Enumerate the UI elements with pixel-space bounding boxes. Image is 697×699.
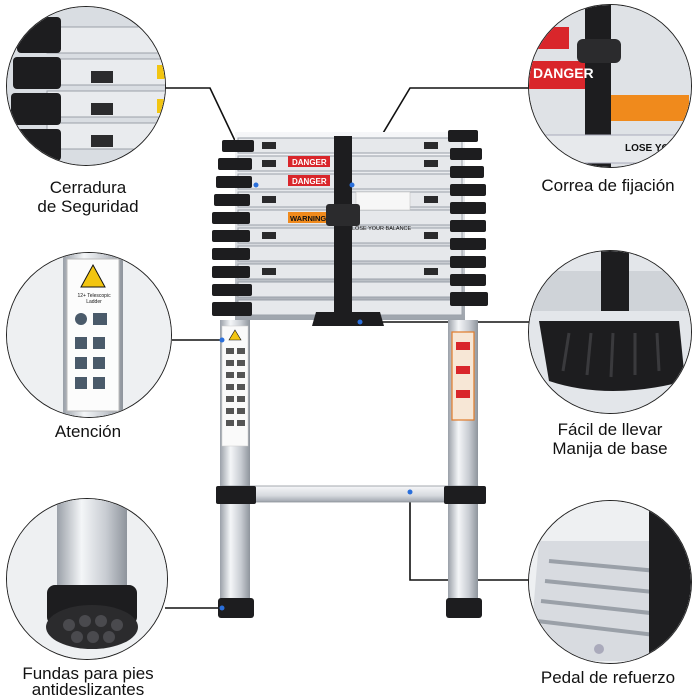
strap-closeup-circle: DANGER NG LOSE YOUR [528, 4, 692, 168]
feet-label: Fundas para pies antideslizantes [0, 664, 176, 699]
strap-buckle [326, 204, 360, 226]
handle-label-line1: Fácil de llevar [557, 420, 663, 439]
lock-label-line2: de Seguridad [37, 197, 139, 216]
strap-closeup-danger: DANGER [533, 65, 594, 81]
warning-sticker: WARNING [290, 214, 326, 223]
attention-closeup-circle: 12+ Telescopic Ladder [6, 252, 172, 418]
handle-label-line2: Manija de base [552, 439, 668, 458]
pedal-label: Pedal de refuerzo [540, 668, 676, 687]
attention-closeup-title: 12+ Telescopic Ladder [77, 293, 111, 305]
attention-closeup-image [7, 253, 171, 417]
handle-closeup-image [529, 251, 691, 413]
danger-sticker-2: DANGER [292, 177, 327, 186]
feet-closeup-circle [6, 498, 168, 660]
feet-label-line1: Fundas para pies [22, 664, 154, 683]
left-foot [218, 598, 254, 618]
danger-sticker-1: DANGER [292, 158, 327, 167]
feet-label-line2: antideslizantes [31, 680, 145, 699]
lock-label-line1: Cerradura [49, 178, 127, 197]
lock-closeup-circle [6, 6, 166, 166]
feet-closeup-image [7, 499, 167, 659]
pedal-connector [409, 492, 530, 581]
strap-closeup-ng: NG [531, 141, 551, 156]
pedal-closeup-circle [528, 500, 692, 664]
handle-closeup-circle [528, 250, 692, 414]
base-handle [312, 312, 384, 326]
lock-label: Cerradura de Seguridad [8, 178, 168, 216]
right-foot [446, 598, 482, 618]
rung-stack [212, 130, 488, 320]
pedal-closeup-image [529, 501, 691, 663]
strap-closeup-balance: LOSE YOUR [625, 143, 684, 154]
lock-closeup-image [7, 7, 165, 165]
balance-sticker: LOSE YOUR BALANCE [352, 226, 412, 232]
attention-label: Atención [54, 422, 122, 441]
bottom-rung [221, 485, 479, 503]
strap-label: Correa de fijación [541, 176, 675, 195]
handle-label: Fácil de llevar Manija de base [524, 420, 696, 458]
